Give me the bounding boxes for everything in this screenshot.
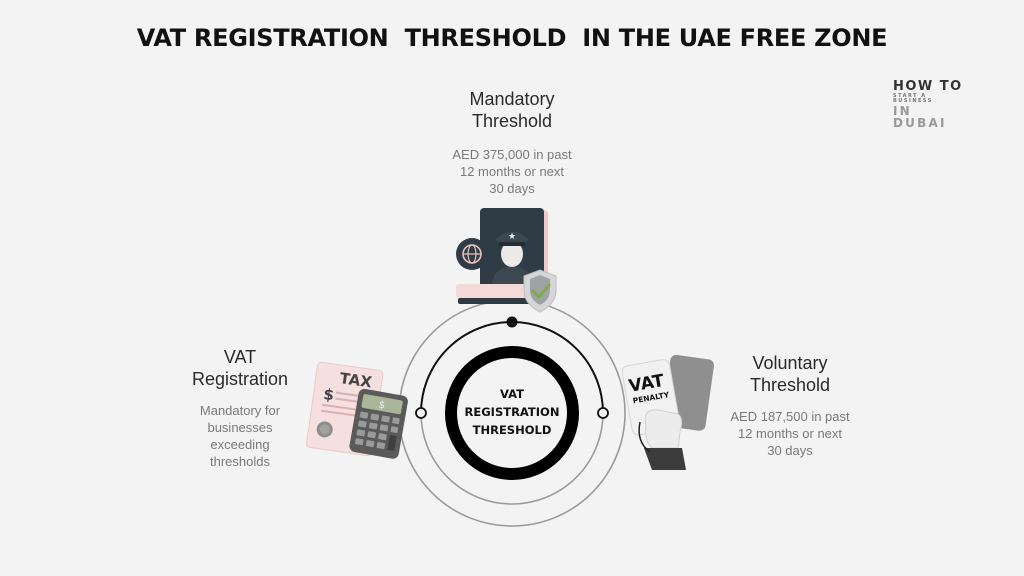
description-line: 12 months or next bbox=[459, 164, 565, 179]
heading-line: Registration bbox=[191, 369, 289, 389]
voluntary-threshold-block: Voluntary Threshold AED 187,500 in past … bbox=[705, 352, 875, 459]
right-node-dot bbox=[597, 407, 609, 419]
brand-logo: HOW TO START A BUSINESS IN DUBAI bbox=[893, 80, 967, 129]
tax-document-calculator-icon: TAX $ $ bbox=[306, 362, 408, 459]
heading-line: Threshold bbox=[749, 375, 831, 395]
svg-text:★: ★ bbox=[508, 232, 516, 242]
node-description: AED 375,000 in past 12 months or next 30… bbox=[432, 146, 592, 197]
node-heading: VAT Registration bbox=[170, 346, 310, 390]
svg-text:$: $ bbox=[322, 385, 335, 404]
vat-penalty-card-hand-icon: VAT PENALTY bbox=[622, 354, 714, 470]
node-heading: Voluntary Threshold bbox=[705, 352, 875, 396]
svg-text:$: $ bbox=[378, 400, 386, 412]
logo-line-1: HOW TO bbox=[893, 79, 963, 94]
heading-line: Threshold bbox=[471, 111, 553, 131]
description-line: 30 days bbox=[767, 443, 813, 458]
node-description: AED 187,500 in past 12 months or next 30… bbox=[705, 408, 875, 459]
description-line: Mandatory for bbox=[199, 403, 281, 418]
description-line: 30 days bbox=[489, 181, 535, 196]
left-node-dot bbox=[415, 407, 427, 419]
page-title: VAT REGISTRATION THRESHOLD IN THE UAE FR… bbox=[136, 24, 888, 52]
description-line: thresholds bbox=[210, 454, 270, 469]
description-line: AED 375,000 in past bbox=[452, 147, 572, 162]
center-label-line: THRESHOLD bbox=[472, 423, 552, 437]
svg-text:TAX: TAX bbox=[339, 369, 374, 391]
center-label-line: REGISTRATION bbox=[464, 405, 560, 419]
node-heading: Mandatory Threshold bbox=[432, 88, 592, 132]
heading-line: Voluntary bbox=[752, 353, 828, 373]
vat-registration-block: VAT Registration Mandatory for businesse… bbox=[170, 346, 310, 470]
logo-line-3: IN DUBAI bbox=[893, 104, 947, 130]
center-ring bbox=[445, 346, 579, 480]
description-line: AED 187,500 in past bbox=[730, 409, 850, 424]
officer-passport-shield-icon: ★ bbox=[456, 208, 557, 313]
description-line: exceeding bbox=[210, 437, 270, 452]
heading-line: Mandatory bbox=[469, 89, 555, 109]
description-line: businesses bbox=[207, 420, 273, 435]
logo-line-2: START A BUSINESS bbox=[893, 93, 933, 104]
heading-line: VAT bbox=[223, 347, 257, 367]
center-label-line: VAT bbox=[500, 387, 524, 401]
mandatory-threshold-block: Mandatory Threshold AED 375,000 in past … bbox=[432, 88, 592, 197]
description-line: 12 months or next bbox=[737, 426, 843, 441]
center-label: VAT REGISTRATION THRESHOLD bbox=[452, 385, 572, 439]
node-description: Mandatory for businesses exceeding thres… bbox=[170, 402, 310, 470]
top-node-dot bbox=[506, 316, 518, 328]
